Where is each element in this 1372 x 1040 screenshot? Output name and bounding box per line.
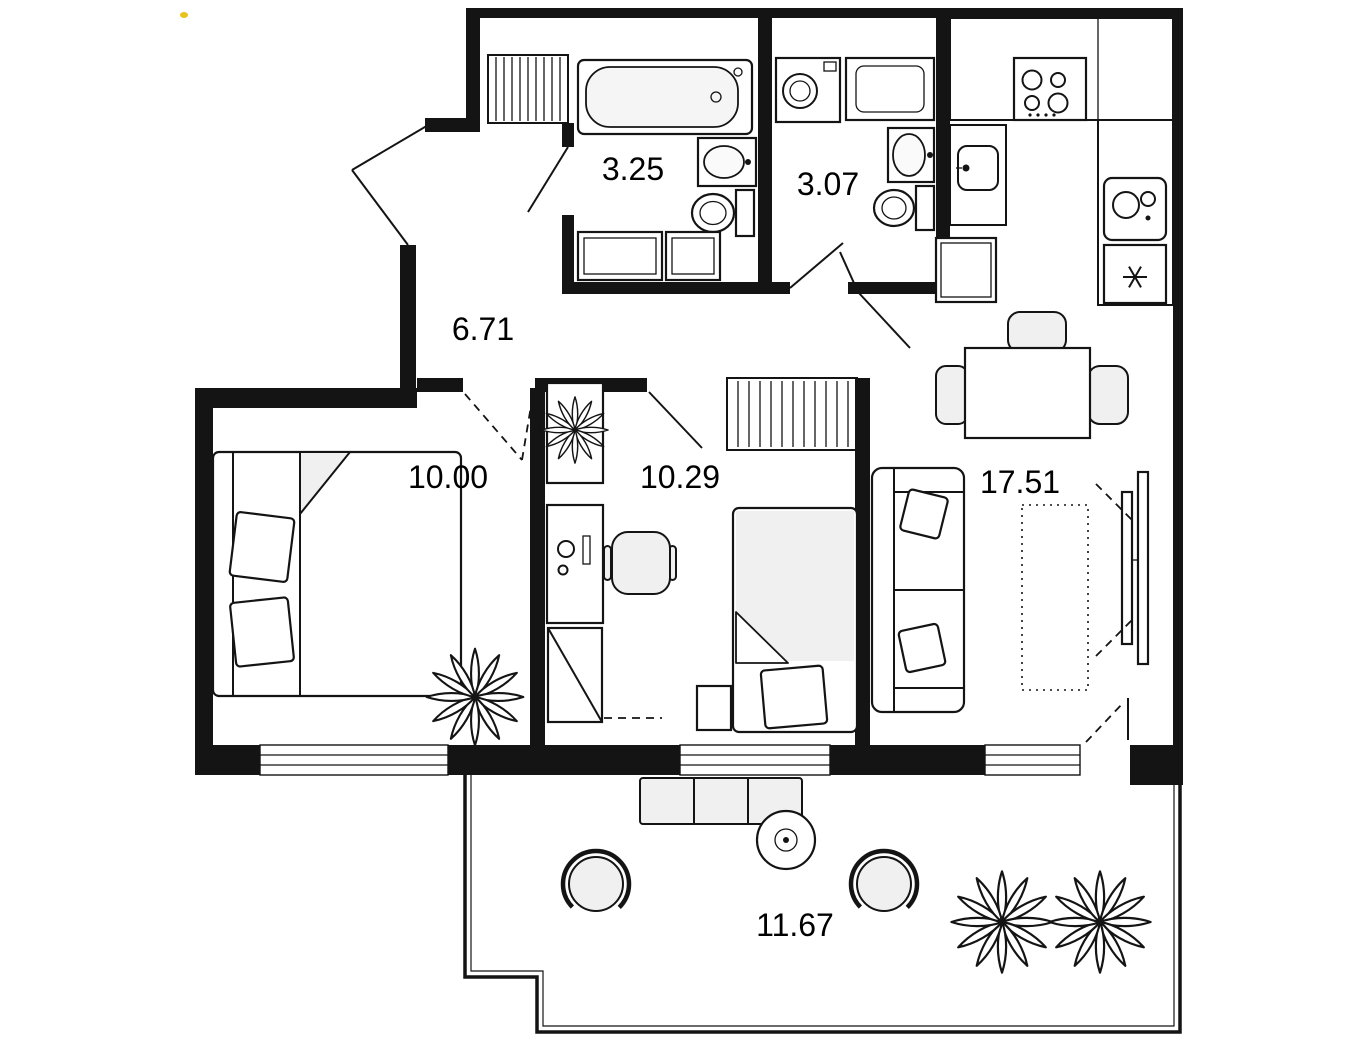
dishwasher	[934, 236, 998, 304]
kitchen-counter-right	[1097, 119, 1174, 306]
balcony-chair-right	[848, 848, 920, 920]
dining-set	[935, 311, 1129, 440]
room-labels: 3.25 3.07 6.71 10.00 10.29 17.51 11.67	[408, 151, 1060, 943]
bathroom-sink	[696, 136, 758, 188]
kids-room-window	[679, 744, 831, 776]
tv-unit	[1120, 470, 1150, 666]
room-area-kids-room: 10.29	[640, 459, 720, 495]
tv-screen	[1120, 490, 1134, 646]
single-bed	[731, 506, 859, 734]
dining-table	[963, 346, 1092, 440]
wc-sink	[886, 126, 936, 184]
balcony-railing	[463, 775, 1182, 1034]
balcony-chair-left	[560, 848, 632, 920]
kitchen-sink	[949, 124, 1007, 226]
wc-counter-appliance	[844, 56, 936, 122]
bathroom-door	[527, 146, 569, 213]
dining-chair-left	[935, 365, 969, 425]
bathtub	[576, 58, 754, 136]
bedroom-window	[259, 744, 449, 776]
walls	[195, 8, 1183, 785]
shaft-radiator	[487, 54, 569, 124]
dining-chair-right	[1087, 365, 1129, 425]
built-in-closet	[726, 377, 858, 451]
artifact-dot	[180, 12, 188, 18]
balcony-door	[1085, 698, 1129, 743]
room-area-hallway: 6.71	[452, 311, 514, 347]
double-bed	[211, 450, 463, 698]
bathroom-toilet	[690, 188, 756, 238]
room-area-balcony: 11.67	[756, 907, 834, 943]
blanket-fold	[299, 451, 351, 515]
room-area-wc: 3.07	[797, 166, 859, 202]
sofa	[870, 466, 966, 714]
entrance-door	[351, 123, 431, 246]
room-area-bedroom: 10.00	[408, 459, 488, 495]
room-area-living-room: 17.51	[980, 464, 1060, 500]
stove	[1012, 56, 1088, 122]
nightstand	[695, 684, 733, 732]
coffee-table	[755, 809, 817, 871]
bed-pillow	[759, 664, 829, 730]
tv-board	[1136, 470, 1150, 666]
bedroom-door-swing	[464, 393, 534, 461]
sofa-pillow	[897, 622, 947, 674]
washing-machine	[774, 56, 842, 124]
bed-pillow	[229, 596, 295, 668]
bed-pillow	[228, 511, 296, 583]
living-room-window	[984, 744, 1081, 776]
wc-door	[789, 242, 844, 289]
sofa-pillow	[899, 488, 949, 540]
room-area-bathroom: 3.25	[602, 151, 664, 187]
living-room-passage-door	[839, 251, 911, 349]
wc-toilet	[872, 184, 936, 232]
bathroom-cabinets	[576, 230, 722, 282]
dining-chair-top	[1007, 311, 1067, 353]
kids-room-door	[648, 391, 703, 449]
balcony-bench	[639, 777, 803, 825]
wardrobe	[546, 626, 662, 724]
desk	[545, 503, 605, 625]
tv-swing-marks	[1095, 483, 1135, 657]
kitchen-appliance	[1102, 176, 1168, 242]
freezer	[1102, 243, 1168, 305]
desk-chair	[603, 531, 677, 595]
